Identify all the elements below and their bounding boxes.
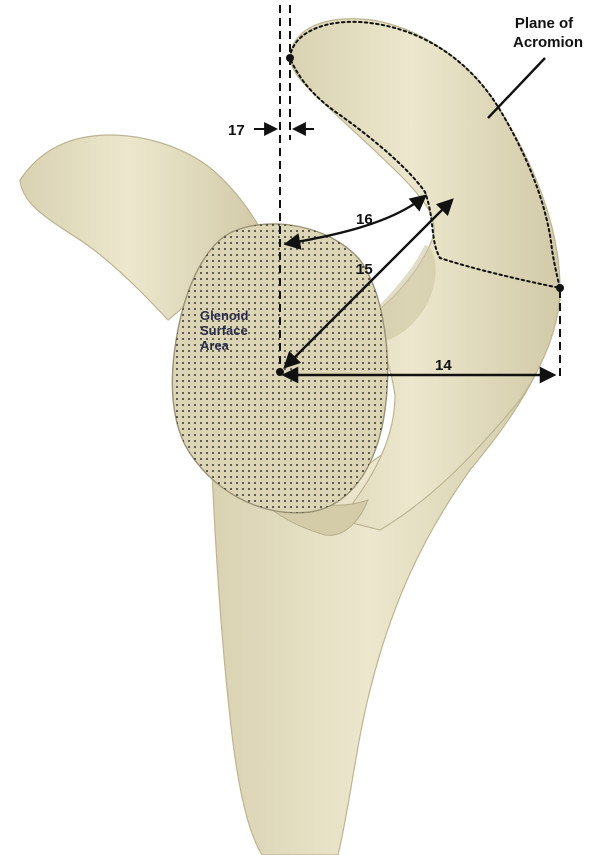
measurement-14-label: 14 xyxy=(435,357,452,374)
acromion-anterior-point xyxy=(286,54,294,62)
glenoid-label-line1: Glenoid xyxy=(200,308,248,323)
glenoid-label-line3: Area xyxy=(200,338,230,353)
glenoid-label-line2: Surface xyxy=(200,323,248,338)
plane-label-line1: Plane of xyxy=(515,15,574,32)
plane-label-line2: Acromion xyxy=(513,34,583,51)
acromion-lateral-point xyxy=(556,284,564,292)
plane-leader-line xyxy=(488,58,545,118)
measurement-17-label: 17 xyxy=(228,122,245,139)
measurement-15-label: 15 xyxy=(356,261,373,278)
glenoid-center-point xyxy=(276,368,284,376)
measurement-16-label: 16 xyxy=(356,211,373,228)
